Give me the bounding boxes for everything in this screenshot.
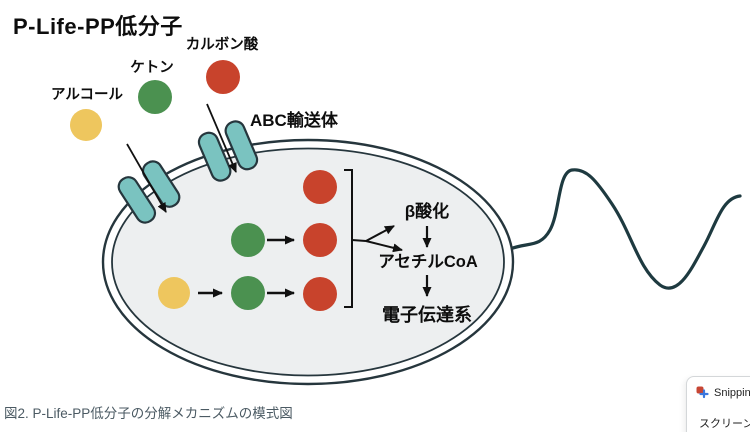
- ketone-circle-row2: [231, 223, 265, 257]
- ketone-circle-outside: [138, 80, 172, 114]
- carboxylic-acid-circle-outside: [206, 60, 240, 94]
- snipping-tool-app-label: Snippin: [714, 386, 750, 399]
- beta-oxidation-label: β酸化: [404, 202, 450, 221]
- acid-group-bracket-tick: [351, 239, 367, 242]
- uptake-arrow-right: [206, 103, 237, 173]
- carboxylic-acid-circle-row3: [303, 277, 337, 311]
- carboxylic-acid-circle-row2: [303, 223, 337, 257]
- snipping-tool-header[interactable]: Snippin: [696, 386, 750, 399]
- cell-membrane-inner: [111, 147, 505, 377]
- abc-transporter-right: [197, 120, 259, 182]
- arrow-to-beta-oxidation: [365, 225, 395, 242]
- electron-transport-label: 電子伝達系: [382, 305, 472, 325]
- carboxylic-acid-label: カルボン酸: [185, 37, 259, 53]
- alcohol-circle-outside: [70, 109, 102, 141]
- ketone-circle-row3: [231, 276, 265, 310]
- ketone-label: ケトン: [130, 60, 174, 76]
- abc-transporter-left: [117, 160, 181, 224]
- acetyl-coa-label: アセチルCoA: [378, 253, 478, 271]
- figure-caption: 図2. P-Life-PP低分子の分解メカニズムの模式図: [4, 406, 293, 421]
- pathway-fan-arrows: [365, 225, 403, 253]
- arrow-to-acetyl-coa: [365, 240, 403, 253]
- uptake-arrows: [126, 103, 237, 213]
- uptake-arrow-left: [126, 143, 167, 213]
- alcohol-label: アルコール: [50, 87, 124, 103]
- acid-group-bracket: [344, 169, 353, 308]
- carboxylic-acid-circle-row1: [303, 170, 337, 204]
- snipping-tool-popup: Snippin スクリーンシ: [686, 376, 750, 432]
- screenshot-menu-item[interactable]: スクリーンシ: [699, 418, 750, 430]
- diagram-title: P-Life-PP低分子: [13, 14, 183, 39]
- abc-transporter-label: ABC輸送体: [250, 111, 338, 130]
- alcohol-circle-row3: [158, 277, 190, 309]
- snipping-tool-icon: [696, 386, 709, 399]
- flagellum: [508, 168, 742, 290]
- degradation-arrows: [198, 235, 295, 298]
